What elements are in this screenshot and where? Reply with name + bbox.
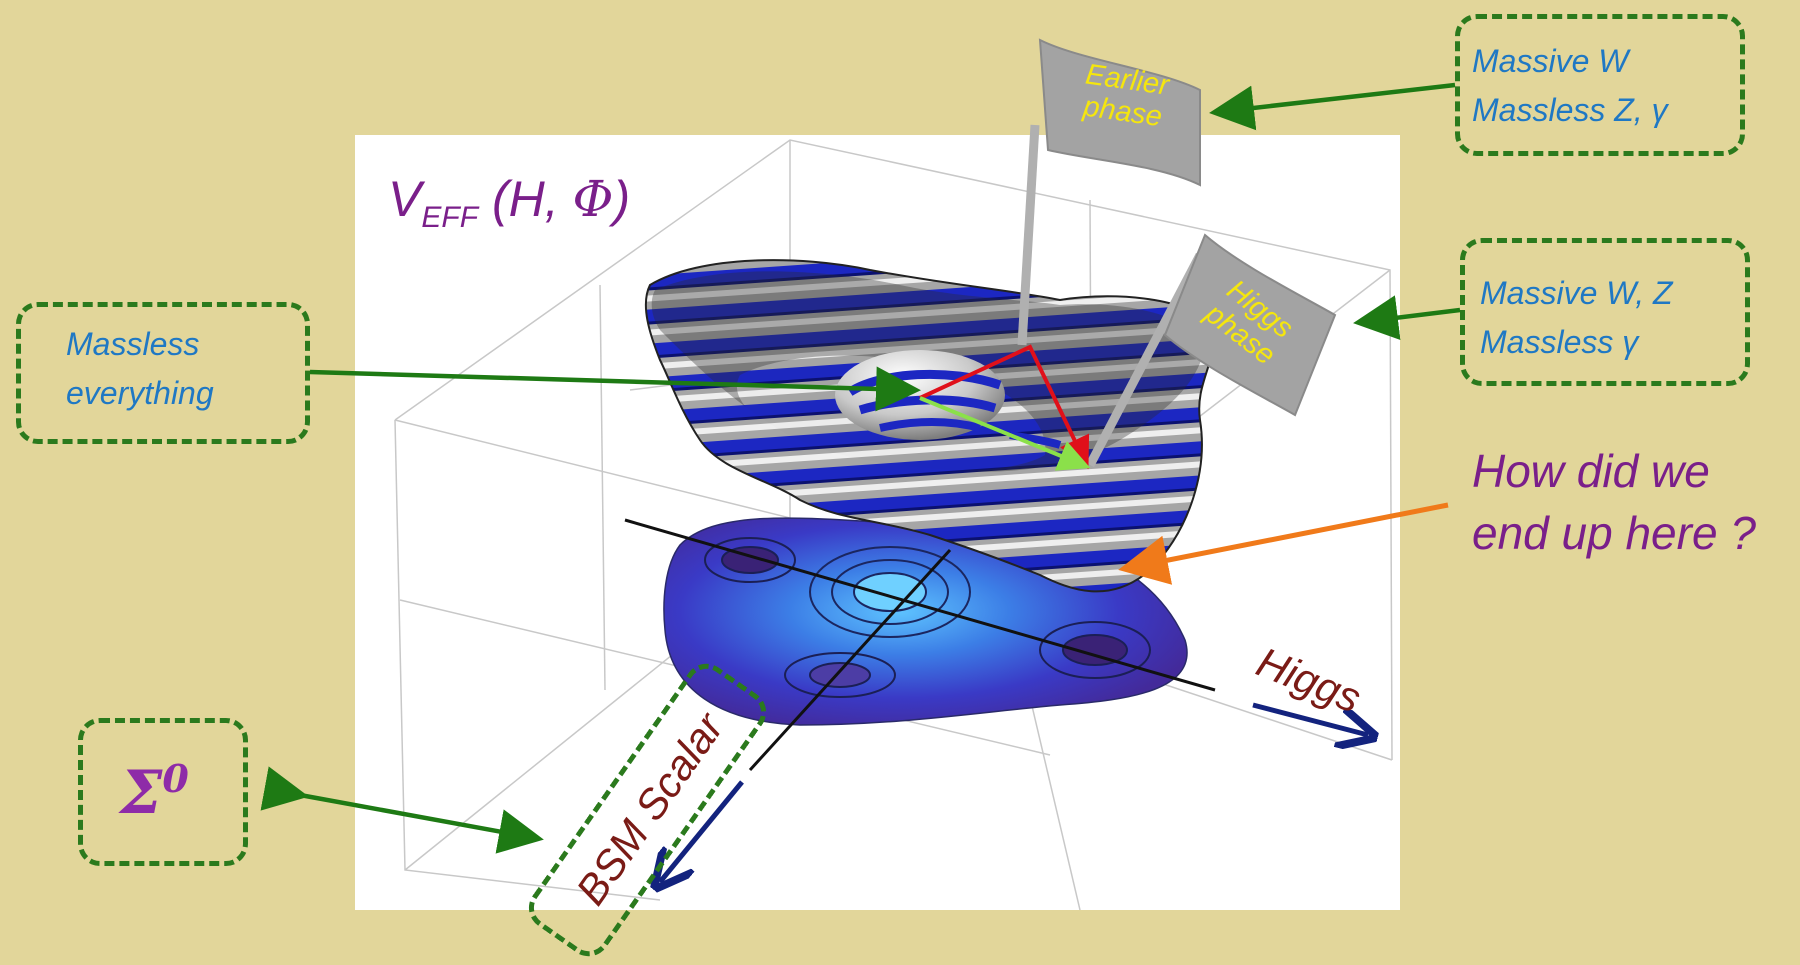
title-v: V [388,171,421,227]
title-phi: Φ [572,170,613,228]
title-subscript: EFF [421,201,478,234]
callout-top-right: Massive W Massless Z, γ [1472,37,1668,135]
top-right-line1: Massive W [1472,37,1668,86]
sigma-zero-label: Σ0 [120,756,189,828]
mid-right-line1: Massive W, Z [1480,269,1673,318]
title-args: (H, [492,171,573,227]
mid-right-line2: Massless γ [1480,318,1673,367]
top-right-line2: Massless Z, γ [1472,86,1668,135]
callout-left: Massless everything [66,320,214,418]
arrow-top-right [1218,85,1455,112]
question-text: How did we end up here ? [1472,440,1756,564]
left-line2: everything [66,369,214,418]
sigma-sup: 0 [162,756,188,801]
left-line1: Massless [66,320,214,369]
title-close: ) [613,171,630,227]
question-line1: How did we [1472,440,1756,502]
question-line2: end up here ? [1472,502,1756,564]
callout-mid-right: Massive W, Z Massless γ [1480,269,1673,367]
sigma-base: Σ [120,758,162,828]
plot-title: VEFF (H, Φ) [388,170,630,235]
